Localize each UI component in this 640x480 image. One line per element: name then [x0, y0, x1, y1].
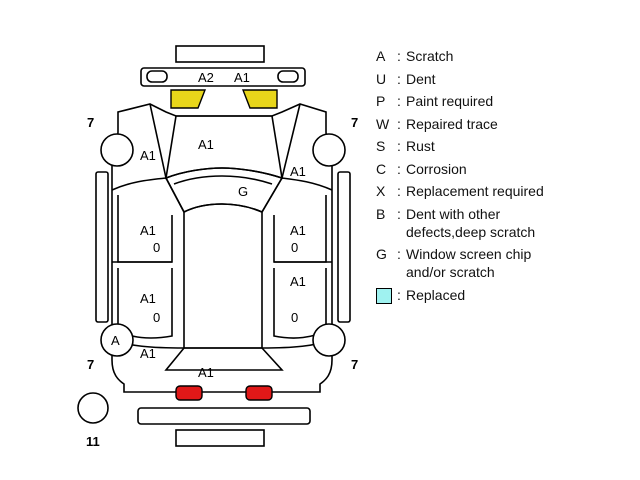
- legend-colon: :: [397, 160, 401, 177]
- legend-colon: :: [397, 138, 401, 154]
- replaced-swatch-icon: [376, 286, 392, 308]
- legend-item: S: Rust: [376, 137, 636, 155]
- left-taillight: [175, 385, 203, 401]
- front-right-wheel-label: 7: [351, 115, 358, 130]
- hood-label: A1: [198, 137, 214, 152]
- legend-description: Paint required: [406, 93, 494, 109]
- legend-code: W: [376, 115, 390, 132]
- left-front-door-sub: 0: [153, 240, 160, 255]
- legend-colon: :: [397, 205, 401, 222]
- legend-description: Rust: [406, 138, 435, 154]
- windshield-inner: [173, 175, 273, 185]
- legend-colon: :: [397, 70, 401, 87]
- legend-colon: :: [397, 183, 401, 199]
- windshield-label: G: [238, 184, 248, 199]
- right-front-fender-label: A1: [290, 164, 306, 179]
- right-side-skirt: [337, 171, 351, 323]
- left-front-fender-label: A1: [140, 148, 156, 163]
- front-left-fog-light: [146, 70, 168, 83]
- legend-code: C: [376, 160, 387, 177]
- legend-code: A: [376, 48, 386, 64]
- front-right-wheel-icon: [312, 133, 346, 167]
- legend-item: P: Paint required: [376, 92, 636, 110]
- legend-item: X: Replacement required: [376, 182, 636, 200]
- right-front-door-sub: 0: [291, 240, 298, 255]
- left-rear-quarter-label: A1: [140, 346, 156, 361]
- legend-item: G: Window screen chip and/or scratch: [376, 245, 636, 281]
- spare-tire-label: 11: [86, 434, 100, 449]
- legend-description: Corrosion: [406, 160, 467, 177]
- rear-right-wheel-label: 7: [351, 357, 358, 372]
- left-side-skirt: [95, 171, 109, 323]
- legend-item: A: Scratch: [376, 47, 636, 65]
- right-front-fender: [281, 177, 333, 191]
- right-headlight: [241, 89, 278, 109]
- legend-description: Replaced: [406, 286, 466, 303]
- legend-colon: :: [397, 115, 401, 132]
- legend-code: B: [376, 205, 386, 222]
- front-label-a2: A2: [198, 70, 214, 85]
- front-left-wheel-label: 7: [87, 115, 94, 130]
- rear-window: [164, 347, 284, 371]
- legend-colon: :: [397, 286, 401, 303]
- left-front-door-label: A1: [140, 223, 156, 238]
- front-label-a1: A1: [234, 70, 250, 85]
- left-headlight: [170, 89, 207, 109]
- left-rear-door-label: A1: [140, 291, 156, 306]
- legend-description: Dent: [406, 70, 436, 87]
- legend-description: Window screen chip and/or scratch: [406, 246, 532, 280]
- legend-code: P: [376, 93, 386, 109]
- front-grille: [140, 67, 306, 87]
- spare-tire-icon: [77, 392, 109, 424]
- legend-item: W: Repaired trace: [376, 115, 636, 133]
- right-a-pillar: [261, 103, 301, 213]
- legend-item: C: Corrosion: [376, 160, 636, 178]
- right-rear-door-sub: 0: [291, 310, 298, 325]
- legend-item: U: Dent: [376, 70, 636, 88]
- rear-panel-label: A1: [198, 365, 214, 380]
- right-front-door-label: A1: [290, 223, 306, 238]
- legend-code: S: [376, 138, 386, 154]
- rear-right-wheel-icon: [312, 323, 346, 357]
- right-taillight: [245, 385, 273, 401]
- legend-colon: :: [397, 246, 401, 262]
- legend-code: U: [376, 70, 387, 87]
- windshield: [164, 167, 284, 214]
- rear-bumper-bottom: [175, 429, 265, 447]
- legend-colon: :: [397, 93, 401, 109]
- legend-code: X: [376, 183, 386, 199]
- legend-colon: :: [397, 48, 401, 64]
- front-bumper-top: [175, 45, 265, 63]
- right-rear-door-label: A1: [290, 274, 306, 289]
- rear-left-wheel-label: 7: [87, 357, 94, 372]
- legend-code: G: [376, 246, 387, 262]
- front-left-wheel-icon: [100, 133, 134, 167]
- legend-item: B: Dent with other defects,deep scratch: [376, 205, 636, 241]
- legend-item: : Replaced: [376, 286, 636, 308]
- rear-left-wheel-mark: A: [111, 333, 120, 348]
- legend-description: Repaired trace: [406, 115, 498, 132]
- roof-panel: [183, 203, 263, 349]
- legend-description: Dent with other defects,deep scratch: [406, 205, 536, 240]
- left-front-fender: [111, 177, 167, 191]
- legend-description: Scratch: [406, 48, 454, 64]
- rear-bumper: [137, 407, 311, 425]
- left-rear-door-sub: 0: [153, 310, 160, 325]
- rear-left-wheel-icon: [100, 323, 134, 357]
- front-right-fog-light: [277, 70, 299, 83]
- legend-description: Replacement required: [406, 183, 544, 199]
